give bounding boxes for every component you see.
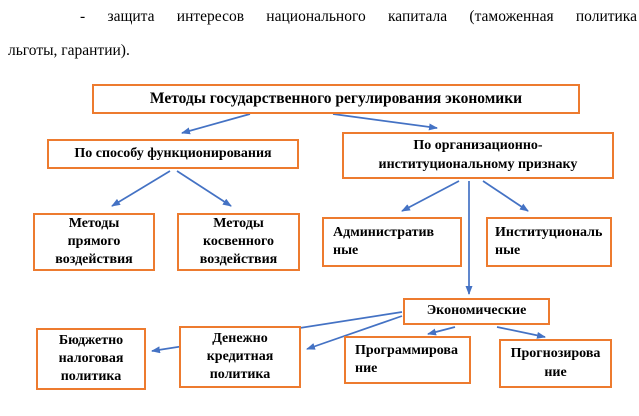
- box-label-line: прямого: [67, 233, 121, 249]
- diagram-box-budget-tax-policy: Бюджетно налоговая политика: [36, 328, 146, 390]
- diagram-box-root: Методы государственного регулирования эк…: [92, 84, 580, 114]
- box-label-line: Бюджетно: [58, 332, 124, 348]
- diagram-box-forecasting: Прогнозирова ние: [499, 339, 612, 388]
- arrow-root-to-organizational: [332, 113, 438, 131]
- arrow-organizational-to-institutional: [482, 180, 529, 212]
- box-label: По способу функционирования: [74, 145, 272, 161]
- diagram-box-organizational: По организационно- институциональному пр…: [342, 132, 614, 179]
- box-label-line: политика: [209, 367, 271, 383]
- arrow-organizational-to-administrative: [401, 180, 460, 212]
- box-label-line: воздействия: [55, 252, 133, 268]
- box-label-line: Методы: [68, 215, 120, 231]
- box-label-line: Институциональ: [495, 224, 603, 240]
- box-label-line: институциональному признаку: [378, 156, 578, 172]
- diagram-box-administrative: Административ ные: [322, 217, 462, 267]
- arrow-root-to-functional: [181, 113, 251, 135]
- box-label: Методы государственного регулирования эк…: [149, 89, 523, 107]
- box-label-line: кредитная: [206, 348, 274, 364]
- diagram-box-economic: Экономические: [403, 298, 550, 325]
- box-label-line: политика: [60, 369, 122, 385]
- box-label-line: ние: [355, 361, 378, 376]
- box-label: Экономические: [426, 303, 527, 319]
- arrow-economic-to-programming: [427, 326, 456, 336]
- diagram-box-indirect-methods: Методы косвенного воздействия: [177, 213, 300, 271]
- box-label-line: ные: [495, 243, 521, 258]
- box-label-line: Программирова: [355, 342, 458, 358]
- diagram-box-functional: По способу функционирования: [47, 139, 299, 169]
- box-label-line: Прогнозирова: [510, 346, 601, 362]
- box-label-line: воздействия: [199, 252, 278, 268]
- box-label-line: Методы: [213, 215, 264, 231]
- diagram-box-institutional: Институциональ ные: [486, 217, 612, 267]
- box-label-line: По организационно-: [413, 138, 543, 154]
- box-label-line: налоговая: [58, 350, 124, 366]
- diagram-box-programming: Программирова ние: [344, 336, 471, 384]
- diagram-box-direct-methods: Методы прямого воздействия: [33, 213, 155, 271]
- box-label-line: Административ: [333, 224, 435, 240]
- diagram-box-monetary-policy: Денежно кредитная политика: [179, 326, 301, 388]
- paragraph-line: - защита интересов национального капитал…: [80, 8, 637, 25]
- paragraph-line: льготы, гарантии).: [8, 42, 130, 59]
- box-label-line: Денежно: [212, 330, 268, 346]
- box-label-line: ние: [544, 364, 567, 380]
- box-label-line: ные: [333, 243, 359, 258]
- arrow-functional-to-indirect: [176, 170, 232, 207]
- arrow-functional-to-direct: [111, 170, 171, 207]
- box-label-line: косвенного: [202, 233, 274, 249]
- arrow-economic-to-forecasting: [496, 326, 546, 339]
